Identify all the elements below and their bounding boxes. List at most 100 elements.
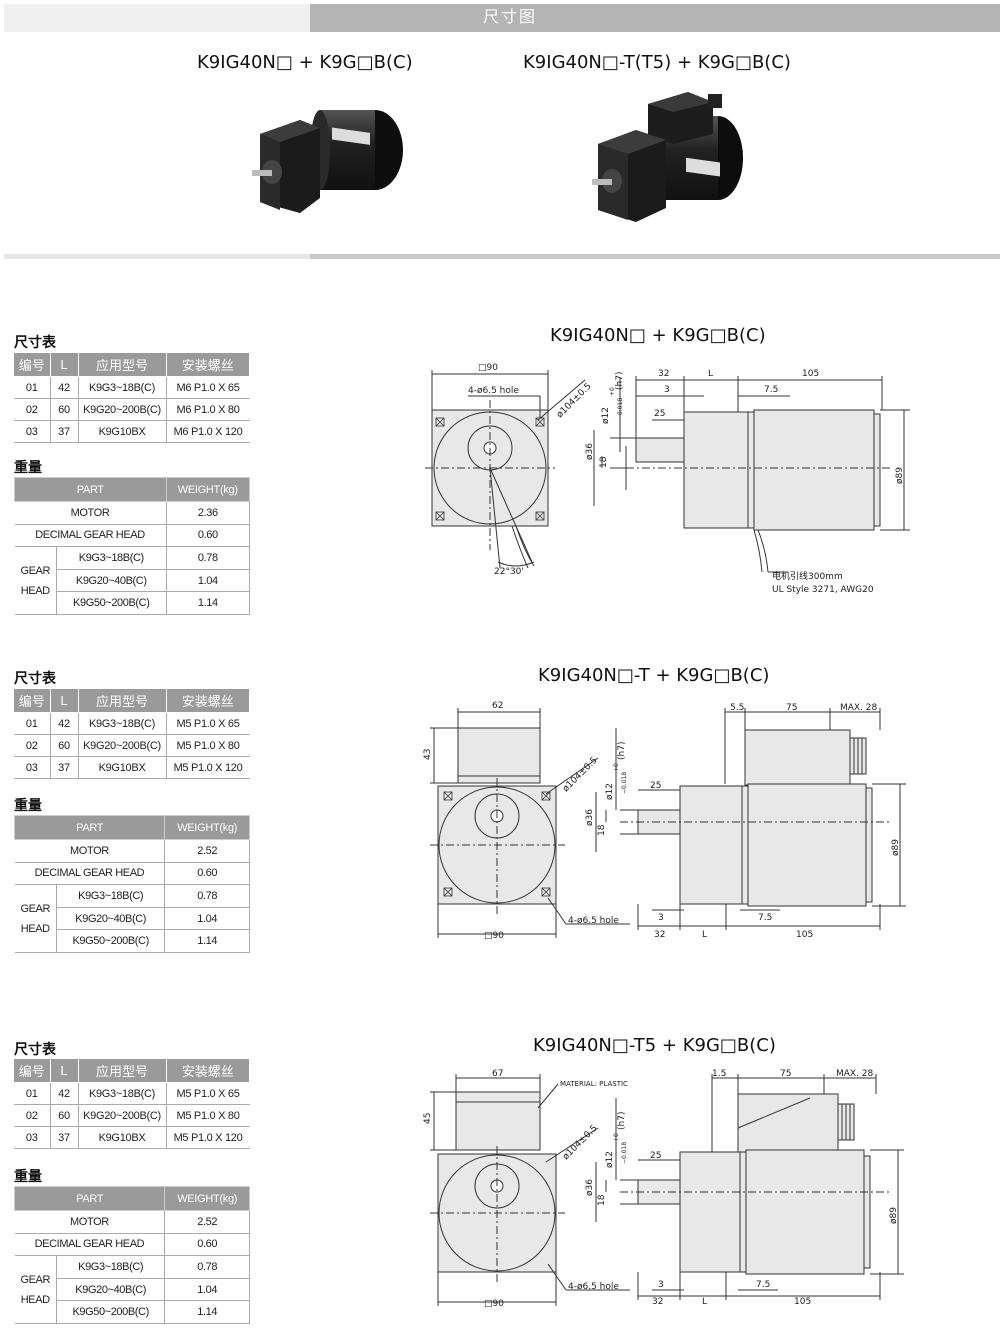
motor-photo-terminal-box — [592, 92, 743, 222]
col-header: 应用型号 — [77, 688, 167, 713]
motor-photo-standard — [252, 110, 403, 213]
svg-text:32: 32 — [658, 369, 669, 379]
col-header: WEIGHT(kg) — [164, 815, 250, 840]
col-header: WEIGHT(kg) — [164, 1186, 250, 1211]
col-header: 编号 — [14, 1058, 51, 1083]
svg-text:MAX. 28: MAX. 28 — [836, 1069, 874, 1079]
svg-text:105: 105 — [794, 1297, 811, 1307]
svg-text:62: 62 — [492, 701, 503, 711]
svg-text:电机引线300mm: 电机引线300mm — [772, 570, 843, 582]
svg-text:4-ø6.5 hole: 4-ø6.5 hole — [468, 386, 519, 396]
svg-text:−0.018: −0.018 — [621, 1142, 628, 1164]
svg-text:3: 3 — [664, 385, 670, 395]
svg-text:+0: +0 — [609, 387, 616, 396]
dimension-drawing-1: □90 4-ø6.5 hole ø104±0.5 22°30' ø12 +0 −… — [425, 363, 910, 595]
svg-text:105: 105 — [802, 369, 819, 379]
header-bar: 尺寸图 — [4, 4, 1000, 32]
svg-text:ø104±0.5: ø104±0.5 — [561, 756, 600, 795]
svg-text:ø36: ø36 — [585, 1179, 595, 1196]
weight-table-label: 重量 — [14, 460, 42, 476]
col-header: WEIGHT(kg) — [165, 477, 251, 502]
section-divider — [4, 254, 1000, 259]
model-title-1: K9IG40N□ + K9G□B(C) — [197, 52, 413, 73]
col-header: 应用型号 — [77, 352, 167, 377]
spec-table-label: 尺寸表 — [14, 1042, 56, 1058]
weight-table-label: 重量 — [14, 798, 42, 814]
svg-text:7.5: 7.5 — [758, 913, 772, 923]
table-row: K9G50~200B(C)1.14 — [15, 1300, 250, 1324]
col-header: 安装螺丝 — [165, 352, 250, 377]
dimension-drawing-2: 62 43 □90 4-ø6.5 hole ø104±0.5 ø12 +0 −0… — [423, 701, 906, 941]
svg-text:+0: +0 — [613, 1133, 620, 1142]
svg-text:43: 43 — [423, 749, 433, 760]
model-title-2: K9IG40N□-T(T5) + K9G□B(C) — [523, 52, 791, 73]
svg-text:22°30': 22°30' — [494, 567, 524, 577]
svg-text:ø89: ø89 — [889, 1207, 899, 1224]
spec-table-label: 尺寸表 — [14, 671, 56, 687]
table-row: K9G50~200B(C)1.14 — [15, 929, 250, 953]
svg-text:4-ø6.5 hole: 4-ø6.5 hole — [568, 1282, 619, 1292]
table-row: K9G50~200B(C)1.14 — [15, 591, 251, 615]
svg-text:ø89: ø89 — [891, 839, 901, 856]
svg-text:4-ø6.5 hole: 4-ø6.5 hole — [568, 916, 619, 926]
col-header: L — [49, 688, 79, 713]
col-header: L — [49, 1058, 79, 1083]
svg-text:□90: □90 — [478, 363, 498, 373]
svg-text:L: L — [702, 1297, 707, 1307]
svg-text:□90: □90 — [484, 931, 504, 941]
col-header: 安装螺丝 — [165, 688, 250, 713]
table-row: K9G20~40B(C)1.04 — [15, 568, 251, 593]
col-header: PART — [13, 815, 166, 840]
drawing-title-1: K9IG40N□ + K9G□B(C) — [550, 325, 766, 346]
svg-text:UL Style 3271, AWG20: UL Style 3271, AWG20 — [772, 585, 874, 595]
svg-text:25: 25 — [654, 409, 665, 419]
svg-text:1.5: 1.5 — [712, 1069, 726, 1079]
col-header: 编号 — [14, 688, 51, 713]
table-row: K9G20~40B(C)1.04 — [15, 1277, 250, 1302]
svg-text:ø12: ø12 — [601, 407, 611, 424]
dimension-drawing-3: 67 45 MATERIAL: PLASTIC □90 4-ø6.5 hole … — [423, 1069, 904, 1309]
svg-text:(h7): (h7) — [617, 1112, 627, 1130]
svg-text:32: 32 — [654, 930, 665, 940]
svg-text:−0.018: −0.018 — [621, 772, 628, 794]
svg-text:105: 105 — [796, 930, 813, 940]
svg-text:3: 3 — [658, 1280, 664, 1290]
table-row: K9G20~40B(C)1.04 — [15, 906, 250, 931]
svg-text:MATERIAL: PLASTIC: MATERIAL: PLASTIC — [560, 1080, 628, 1088]
svg-text:ø12: ø12 — [605, 1151, 615, 1168]
svg-text:ø36: ø36 — [585, 809, 595, 826]
svg-text:(h7): (h7) — [615, 372, 625, 390]
col-header: L — [49, 352, 79, 377]
svg-text:5.5: 5.5 — [730, 703, 744, 713]
svg-text:□90: □90 — [484, 1299, 504, 1309]
svg-text:67: 67 — [492, 1069, 503, 1079]
col-header: PART — [14, 477, 167, 502]
svg-text:18: 18 — [597, 1194, 607, 1206]
svg-text:32: 32 — [652, 1297, 663, 1307]
svg-text:45: 45 — [423, 1113, 433, 1124]
svg-text:L: L — [708, 369, 713, 379]
svg-text:(h7): (h7) — [617, 742, 627, 760]
svg-text:7.5: 7.5 — [764, 385, 778, 395]
svg-text:MAX. 28: MAX. 28 — [840, 703, 878, 713]
svg-text:25: 25 — [650, 781, 661, 791]
page-title: 尺寸图 — [482, 9, 537, 26]
svg-text:ø104±0.5: ø104±0.5 — [561, 1124, 600, 1163]
spec-table-label: 尺寸表 — [14, 335, 56, 351]
